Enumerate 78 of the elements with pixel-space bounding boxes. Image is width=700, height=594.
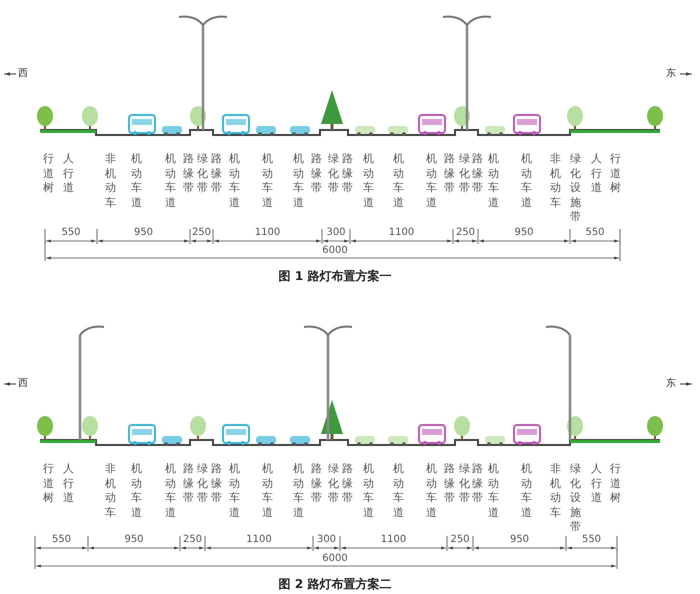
road-part-label: 机动车道 bbox=[488, 462, 500, 520]
road-part-label: 路缘带 bbox=[444, 152, 456, 196]
direction-label: 西 bbox=[18, 67, 28, 80]
road-part-label: 机动车道 bbox=[131, 462, 143, 520]
road-part-label: 绿化设施带 bbox=[570, 152, 582, 224]
dimension-value: 950 bbox=[134, 227, 154, 238]
road-part-label: 机动车道 bbox=[426, 462, 438, 520]
road-part-label: 行道树 bbox=[43, 152, 55, 196]
road-part-label: 机动车道 bbox=[262, 152, 274, 210]
road-part-label: 人行道 bbox=[63, 152, 75, 196]
dimension-value: 6000 bbox=[322, 245, 348, 256]
road-part-label: 机动车道 bbox=[229, 462, 241, 520]
road-part-label: 机动车道 bbox=[488, 152, 500, 210]
road-part-label: 机动车道 bbox=[521, 152, 533, 210]
road-part-label: 非机动车 bbox=[550, 462, 562, 520]
dimension-value: 250 bbox=[192, 227, 212, 238]
road-part-label: 机动车道 bbox=[262, 462, 274, 520]
road-part-label: 机动车道 bbox=[393, 462, 405, 520]
road-part-label: 机动车道 bbox=[229, 152, 241, 210]
figure-caption: 图 2 路灯布置方案二 bbox=[278, 576, 392, 593]
road-part-label: 绿化设施带 bbox=[570, 462, 582, 534]
dimension-value: 950 bbox=[124, 534, 144, 545]
road-part-label: 绿化带 bbox=[459, 152, 471, 196]
road-part-label: 绿化带 bbox=[328, 462, 340, 506]
dimension-value: 6000 bbox=[322, 553, 348, 564]
dimension-value: 550 bbox=[582, 534, 602, 545]
dimension-value: 1100 bbox=[388, 227, 414, 238]
road-part-label: 行道树 bbox=[43, 462, 55, 506]
dimension-value: 950 bbox=[514, 227, 534, 238]
road-part-label: 机动车道 bbox=[363, 152, 375, 210]
road-part-label: 行道树 bbox=[610, 152, 622, 196]
road-part-label: 绿化带 bbox=[459, 462, 471, 506]
road-part-label: 非机动车 bbox=[550, 152, 562, 210]
dimension-value: 300 bbox=[316, 534, 336, 545]
road-part-label: 路缘带 bbox=[342, 152, 354, 196]
road-part-label: 绿化带 bbox=[328, 152, 340, 196]
road-part-label: 绿化带 bbox=[197, 462, 209, 506]
dimension-value: 550 bbox=[61, 227, 81, 238]
road-part-label: 路缘带 bbox=[211, 462, 223, 506]
dimension-value: 1100 bbox=[254, 227, 280, 238]
direction-label: 东 bbox=[666, 66, 676, 80]
road-part-label: 人行道 bbox=[591, 462, 603, 506]
road-part-label: 路缘带 bbox=[472, 152, 484, 196]
road-part-label: 路缘带 bbox=[444, 462, 456, 506]
road-part-label: 非机动车 bbox=[105, 462, 117, 520]
road-part-label: 非机动车 bbox=[105, 152, 117, 210]
road-part-label: 机动车道 bbox=[363, 462, 375, 520]
road-part-label: 人行道 bbox=[591, 152, 603, 196]
dimension-value: 550 bbox=[52, 534, 72, 545]
road-part-label: 机动车道 bbox=[165, 462, 177, 520]
dimension-value: 300 bbox=[326, 227, 346, 238]
road-part-label: 路缘带 bbox=[183, 152, 195, 196]
dimension-value: 950 bbox=[510, 534, 530, 545]
road-part-label: 路缘带 bbox=[183, 462, 195, 506]
dimension-value: 550 bbox=[585, 227, 605, 238]
direction-label: 西 bbox=[18, 377, 28, 390]
dimension-value: 1100 bbox=[380, 534, 406, 545]
road-part-label: 路缘带 bbox=[211, 152, 223, 196]
road-part-label: 机动车道 bbox=[393, 152, 405, 210]
road-part-label: 机动车道 bbox=[293, 152, 305, 210]
road-part-label: 路缘带 bbox=[342, 462, 354, 506]
road-part-label: 机动车道 bbox=[165, 152, 177, 210]
road-part-label: 机动车道 bbox=[131, 152, 143, 210]
dimension-value: 250 bbox=[450, 534, 470, 545]
dimension-value: 1100 bbox=[246, 534, 272, 545]
road-part-label: 机动车道 bbox=[521, 462, 533, 520]
road-part-label: 绿化带 bbox=[197, 152, 209, 196]
road-part-label: 机动车道 bbox=[426, 152, 438, 210]
road-part-label: 机动车道 bbox=[293, 462, 305, 520]
dimension-value: 250 bbox=[456, 227, 476, 238]
road-part-label: 路缘带 bbox=[472, 462, 484, 506]
figure-caption: 图 1 路灯布置方案一 bbox=[278, 268, 392, 285]
road-part-label: 路缘带 bbox=[311, 462, 323, 506]
road-part-label: 路缘带 bbox=[311, 152, 323, 196]
road-part-label: 行道树 bbox=[610, 462, 622, 506]
road-part-label: 人行道 bbox=[63, 462, 75, 506]
direction-label: 东 bbox=[666, 376, 676, 390]
dimension-value: 250 bbox=[182, 534, 202, 545]
